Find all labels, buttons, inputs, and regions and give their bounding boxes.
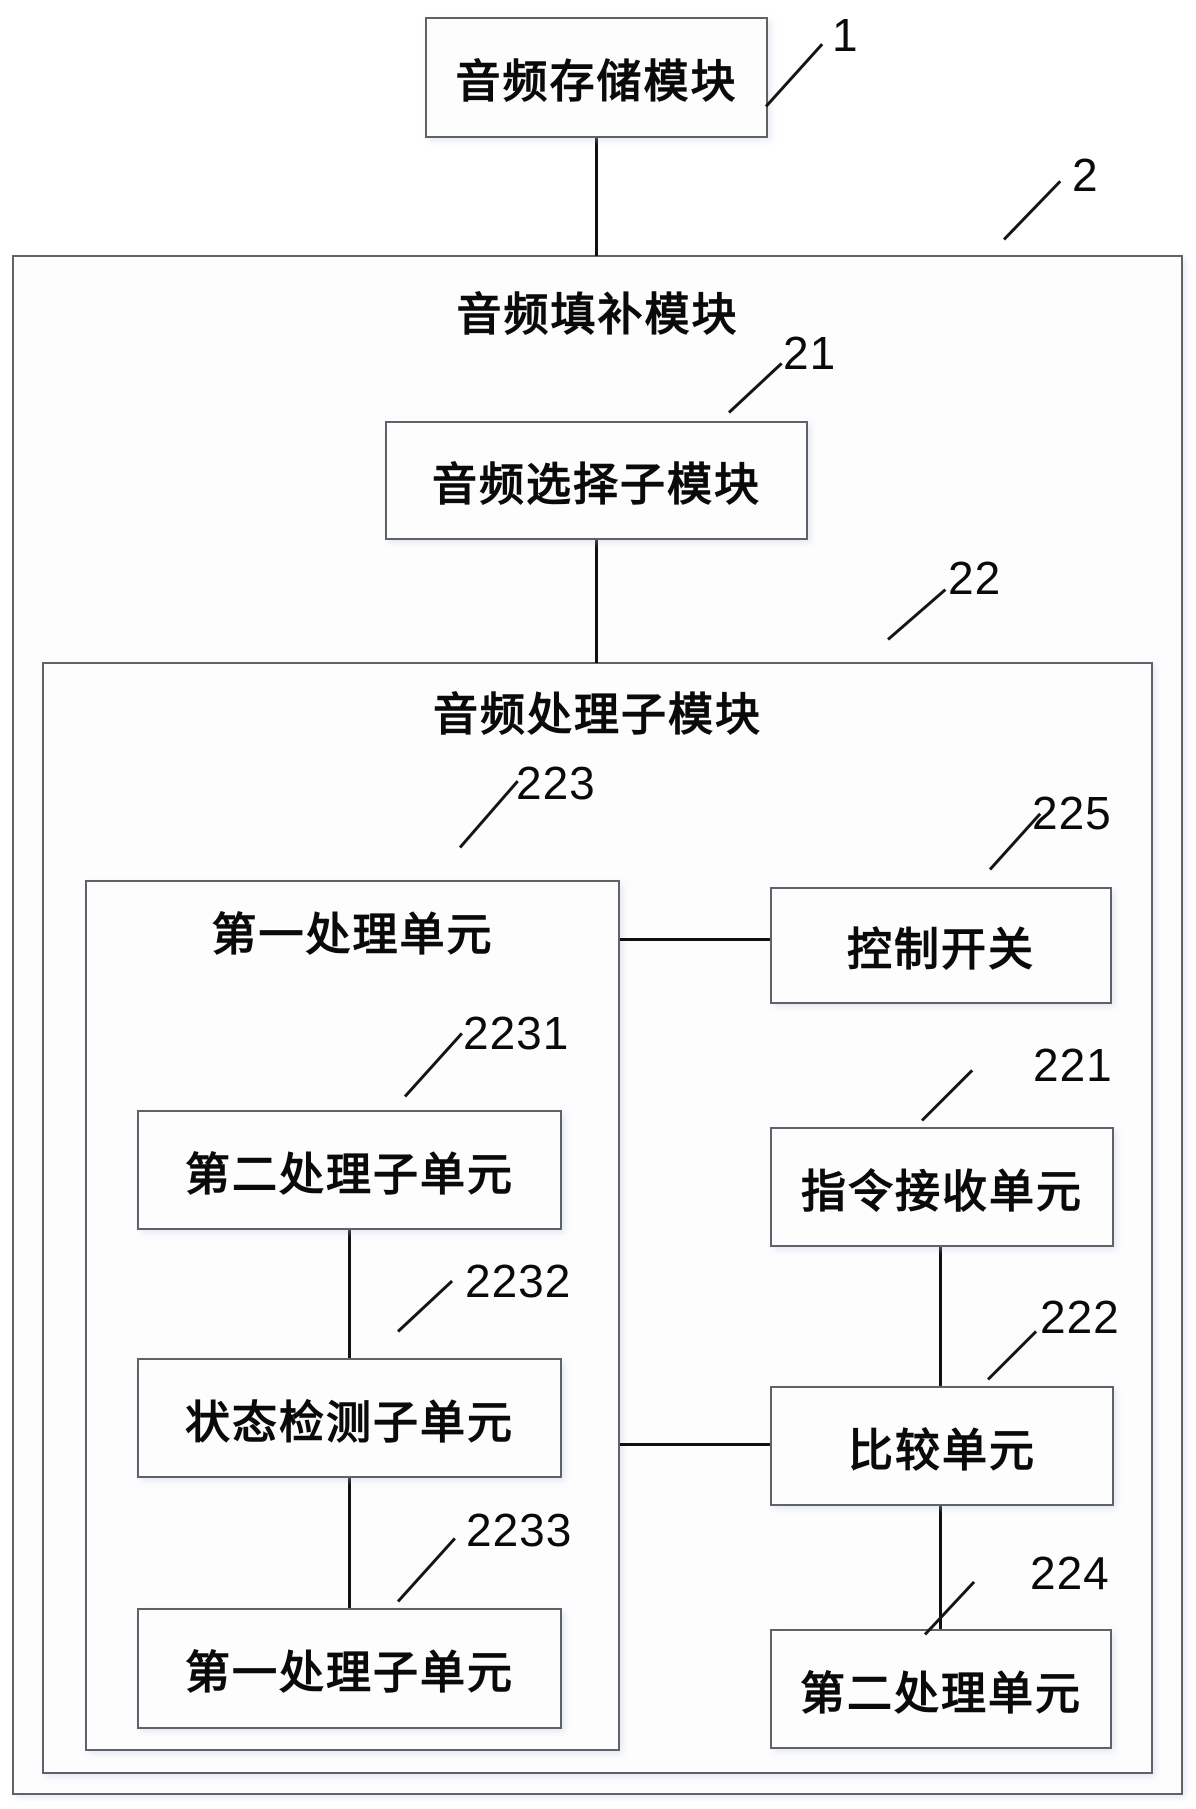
ref-label-223: 223 (516, 757, 596, 809)
ref-label-224: 224 (1030, 1547, 1110, 1599)
ref-label-222: 222 (1040, 1291, 1120, 1343)
ref-label-2231: 2231 (463, 1007, 570, 1059)
container-audio-process-submodule-label: 音频处理子模块 (432, 689, 762, 740)
node-state-detection-subunit: 状态检测子单元 (137, 1358, 562, 1478)
ref-label-1: 1 (832, 9, 859, 61)
ref-label-2: 2 (1072, 149, 1099, 201)
container-first-processing-unit (85, 880, 620, 1751)
node-first-processing-subunit: 第一处理子单元 (137, 1608, 562, 1729)
ref-label-221: 221 (1033, 1039, 1113, 1091)
connector-secondsub-to-statedetect (348, 1230, 351, 1359)
leader-line-ref-2 (1002, 180, 1062, 241)
connector-firstunit-to-comparison (620, 1443, 770, 1446)
node-second-processing-subunit: 第二处理子单元 (137, 1110, 562, 1230)
connector-comparison-to-secondunit (939, 1506, 942, 1630)
ref-label-225: 225 (1032, 787, 1112, 839)
node-comparison-unit: 比较单元 (770, 1386, 1114, 1506)
ref-label-2232: 2232 (465, 1255, 572, 1307)
node-control-switch: 控制开关 (770, 887, 1112, 1004)
node-audio-storage-module: 音频存储模块 (425, 17, 768, 138)
node-audio-select-submodule: 音频选择子模块 (385, 421, 808, 540)
ref-label-22: 22 (948, 552, 1002, 604)
connector-statedetect-to-firstsub (348, 1478, 351, 1609)
leader-line-ref-1 (764, 43, 824, 108)
connector-firstunit-to-controlswitch (620, 938, 770, 941)
container-audio-fill-module-label: 音频填补模块 (456, 289, 739, 340)
node-instruction-receiving-unit: 指令接收单元 (770, 1127, 1114, 1247)
container-first-processing-unit-label: 第一处理单元 (211, 909, 494, 960)
node-second-processing-unit: 第二处理单元 (770, 1629, 1112, 1749)
ref-label-21: 21 (783, 327, 837, 379)
connector-instruction-to-comparison (939, 1247, 942, 1387)
ref-label-2233: 2233 (466, 1504, 573, 1556)
connector-storage-to-fill (595, 138, 598, 256)
connector-select-to-process (595, 540, 598, 663)
